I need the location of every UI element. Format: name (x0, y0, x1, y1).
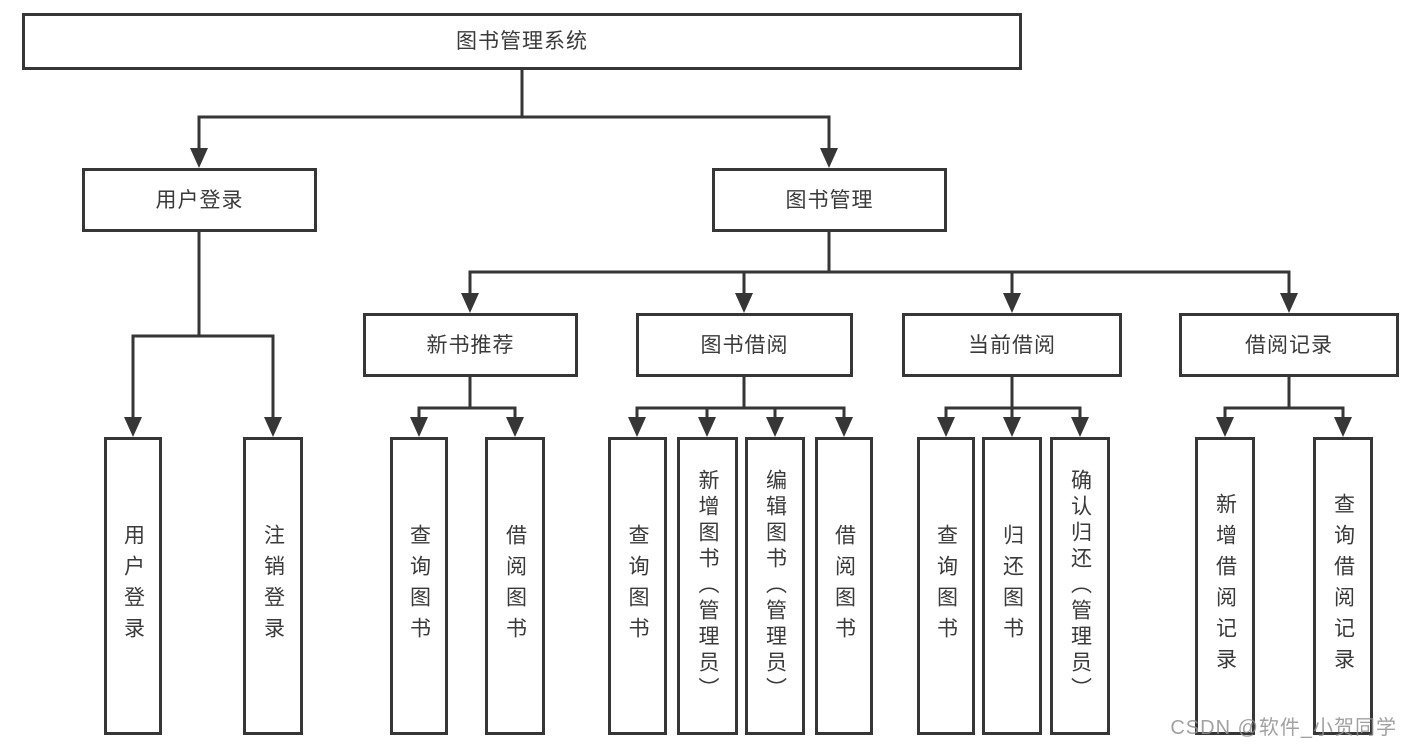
node-leaf-query-book-2-label: 查询图书 (626, 524, 649, 648)
node-leaf-query-book-1: 查询图书 (390, 437, 448, 735)
node-borrow-records-label: 借阅记录 (1245, 333, 1333, 357)
node-leaf-return-book: 归还图书 (982, 437, 1042, 735)
node-book-borrow-label: 图书借阅 (700, 333, 789, 357)
node-new-book-rec: 新书推荐 (363, 313, 578, 377)
connector-user-login-to-children (124, 232, 282, 437)
connector-book-borrow-to-children (628, 377, 853, 437)
node-leaf-borrow-book-2-label: 借阅图书 (832, 524, 856, 648)
node-leaf-add-record-label: 新增借阅记录 (1213, 493, 1237, 679)
connector-book-mgmt-to-level3 (461, 232, 1298, 313)
node-current-borrow: 当前借阅 (902, 313, 1122, 377)
node-root-label: 图书管理系统 (456, 30, 588, 53)
csdn-watermark: CSDN @软件_小贺同学 (1170, 717, 1397, 739)
node-leaf-add-record: 新增借阅记录 (1195, 437, 1255, 735)
node-leaf-borrow-book-1: 借阅图书 (485, 437, 545, 735)
connector-borrow-records-to-children (1216, 377, 1352, 437)
node-leaf-query-book-2: 查询图书 (608, 437, 667, 735)
node-leaf-query-record-label: 查询借阅记录 (1331, 493, 1355, 679)
node-leaf-add-book: 新增图书（管理员） (677, 437, 738, 735)
node-leaf-query-book-3-label: 查询图书 (934, 524, 958, 648)
node-leaf-confirm-return: 确认归还（管理员） (1050, 437, 1110, 735)
node-user-login: 用户登录 (82, 168, 317, 232)
node-leaf-borrow-book-2: 借阅图书 (815, 437, 873, 735)
node-leaf-edit-book-label: 编辑图书（管理员） (763, 469, 787, 703)
node-leaf-return-book-label: 归还图书 (1000, 524, 1024, 648)
node-leaf-add-book-label: 新增图书（管理员） (696, 469, 719, 703)
connector-current-borrow-to-children (937, 377, 1089, 437)
node-current-borrow-label: 当前借阅 (968, 333, 1056, 357)
node-leaf-borrow-book-1-label: 借阅图书 (503, 524, 527, 648)
node-book-mgmt: 图书管理 (712, 168, 947, 232)
node-leaf-confirm-return-label: 确认归还（管理员） (1068, 469, 1092, 703)
node-root: 图书管理系统 (22, 13, 1022, 70)
node-leaf-query-record: 查询借阅记录 (1313, 437, 1373, 735)
node-borrow-records: 借阅记录 (1179, 313, 1399, 377)
connector-new-book-rec-to-children (410, 377, 524, 437)
node-leaf-user-login-label: 用户登录 (121, 524, 145, 648)
node-new-book-rec-label: 新书推荐 (426, 333, 515, 357)
node-leaf-user-login: 用户登录 (104, 437, 162, 735)
connector-root-to-level2 (190, 70, 838, 168)
node-user-login-label: 用户登录 (155, 188, 244, 212)
node-leaf-logout-label: 注销登录 (261, 524, 285, 648)
node-book-mgmt-label: 图书管理 (785, 188, 874, 212)
node-leaf-logout: 注销登录 (243, 437, 303, 735)
node-leaf-query-book-1-label: 查询图书 (407, 524, 431, 648)
node-book-borrow: 图书借阅 (636, 313, 853, 377)
node-leaf-edit-book: 编辑图书（管理员） (745, 437, 805, 735)
node-leaf-query-book-3: 查询图书 (917, 437, 975, 735)
